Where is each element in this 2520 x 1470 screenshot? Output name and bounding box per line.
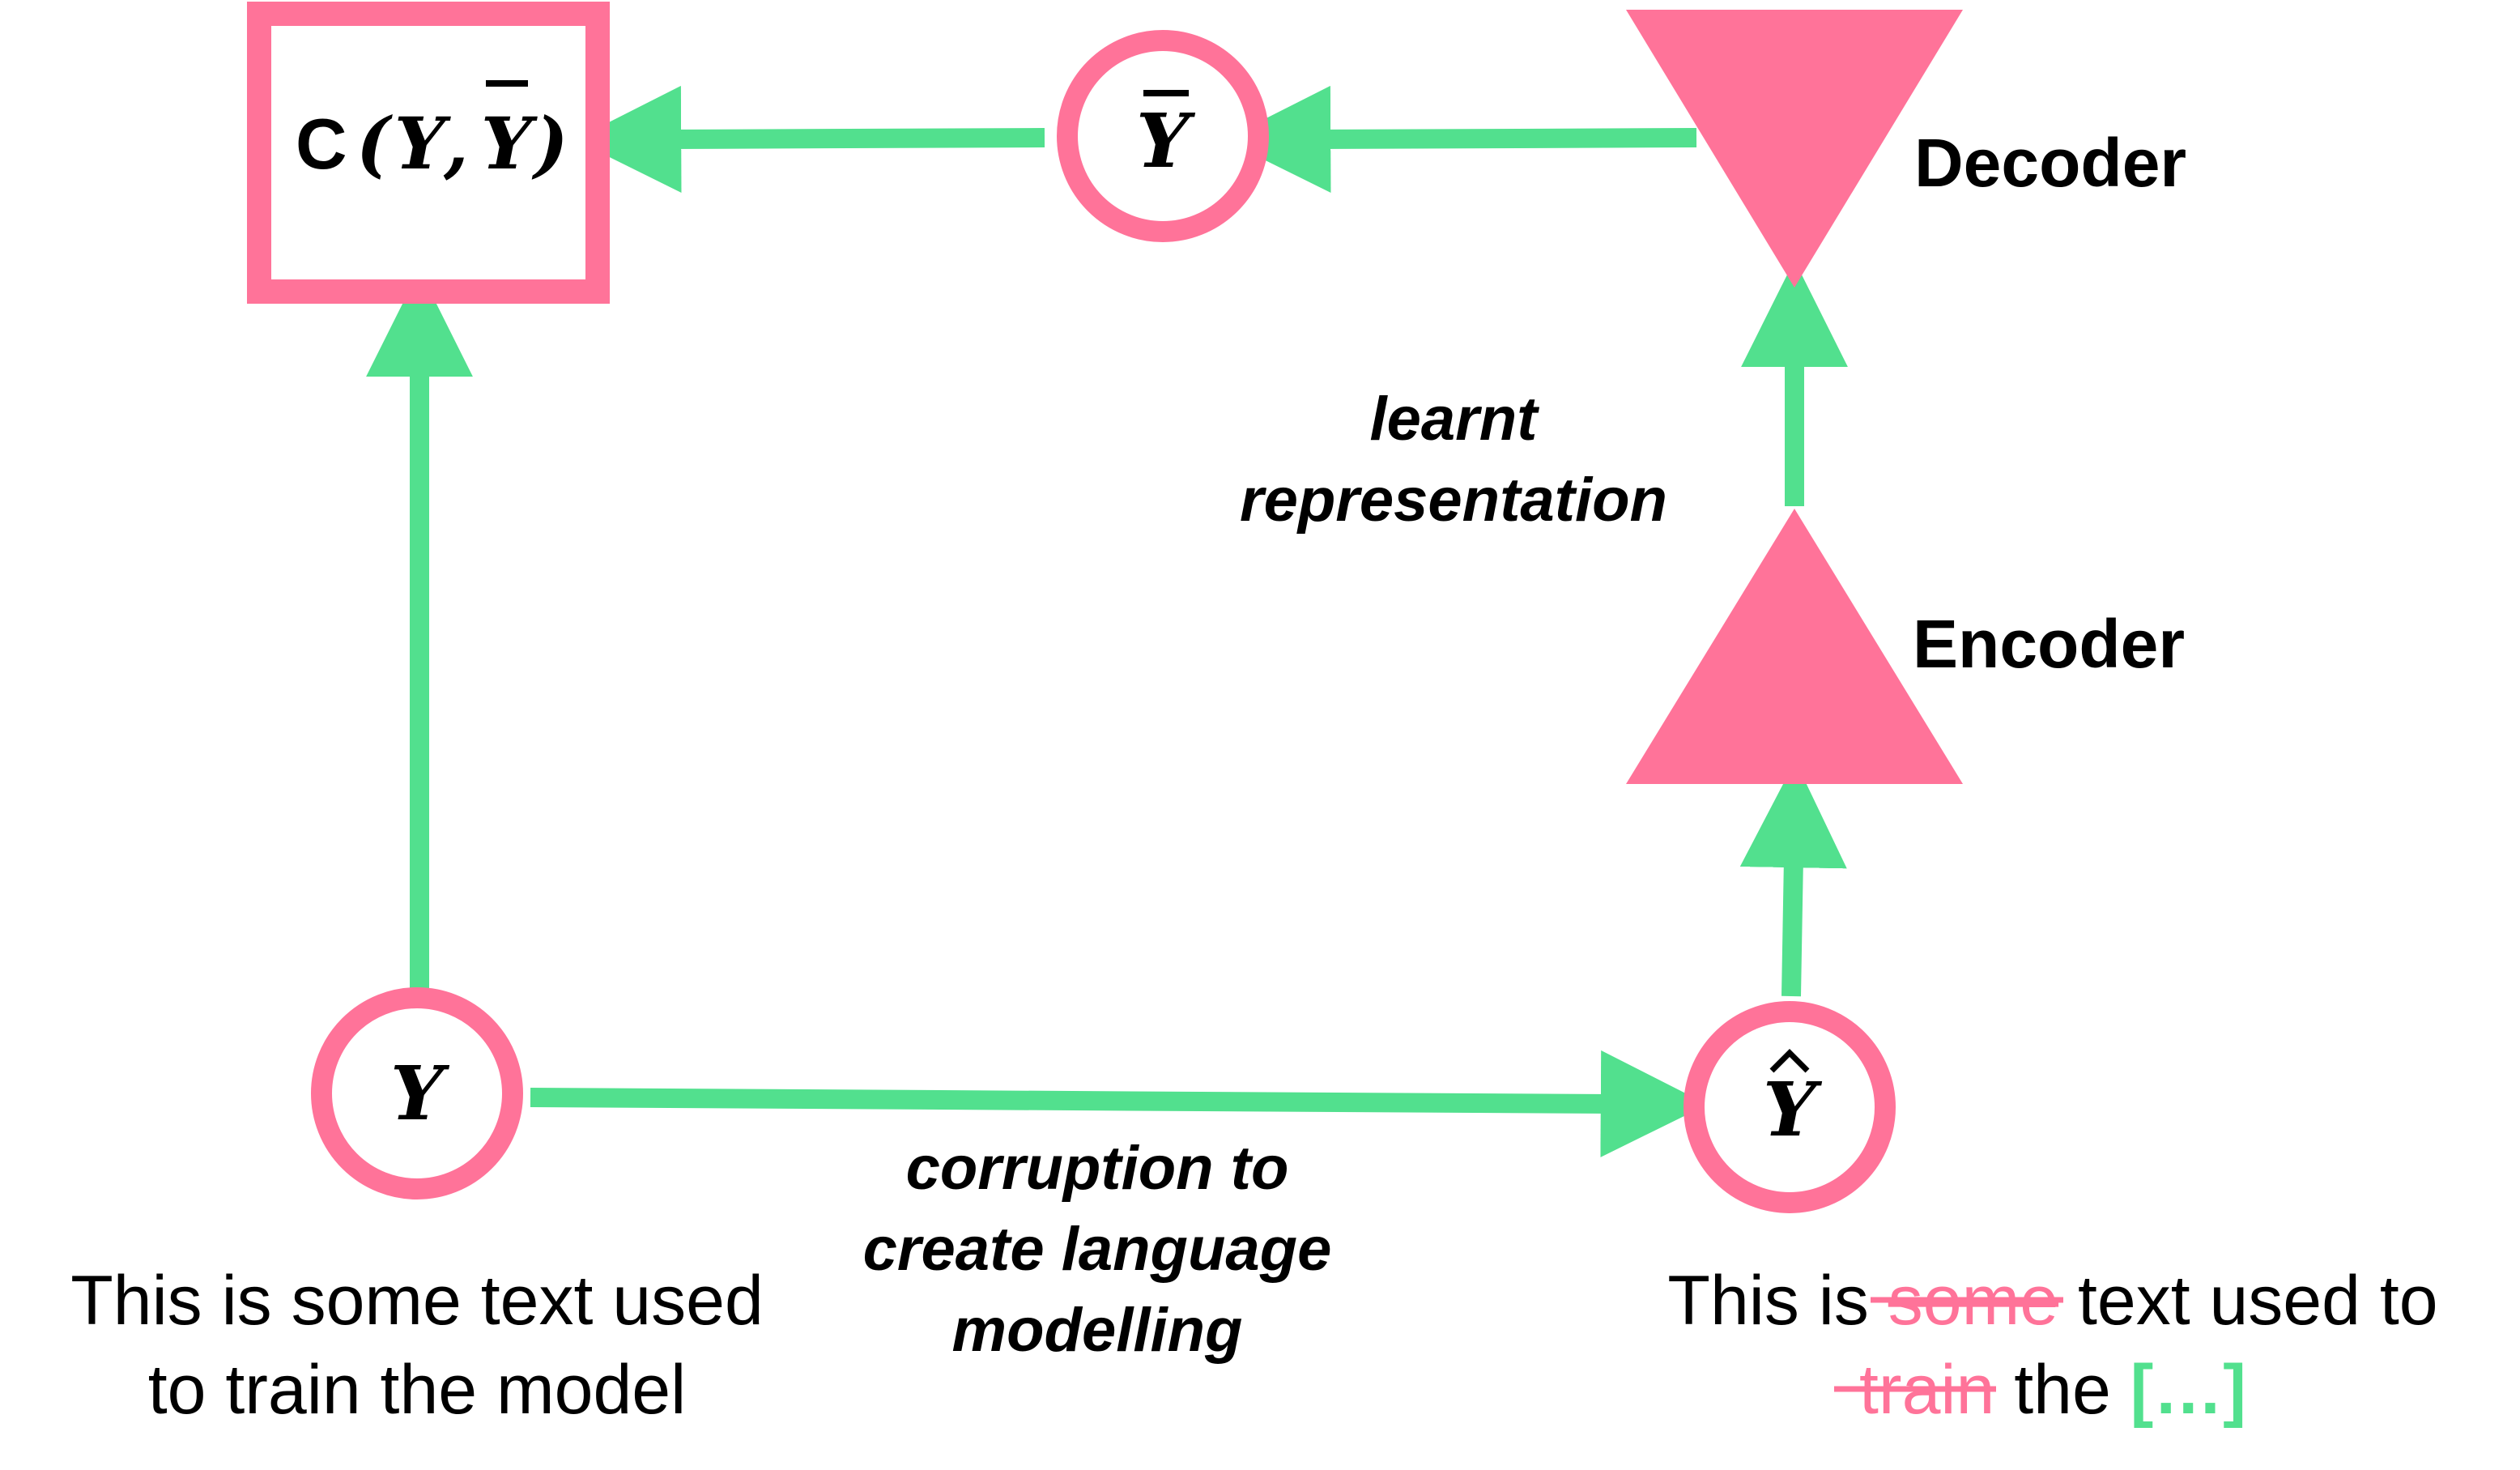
encoder: Encoder <box>1626 509 2185 784</box>
corrupted-prefix: This is <box>1667 1262 1888 1340</box>
node-y-hat-circle <box>1684 1001 1896 1213</box>
cost-comma: , <box>443 101 469 185</box>
original-line-1: This is some text used <box>70 1262 764 1340</box>
corruption-note: corruption to create language modelling <box>863 1134 1332 1365</box>
arrow-ybar-to-cost <box>574 85 1045 193</box>
decoder: Decoder <box>1626 10 2186 288</box>
original-text-caption: This is some text used to train the mode… <box>70 1262 764 1429</box>
node-y-bar-symbol: Y <box>1136 97 1196 185</box>
node-y-hat-symbol: Y <box>1763 1066 1823 1153</box>
corrupted-line-2: train the […] <box>1859 1351 2246 1429</box>
learnt-representation-note: learnt representation <box>1240 385 1667 535</box>
original-line-2: to train the model <box>148 1351 686 1429</box>
node-y-hat: Y <box>1684 1001 1896 1213</box>
arrow-decoder-to-ybar <box>1224 85 1697 193</box>
encoder-triangle <box>1626 509 1963 784</box>
corrupted-suffix: text used to <box>2058 1262 2438 1340</box>
cost-box-frame <box>247 2 610 304</box>
cost-open-paren: ( <box>356 101 393 185</box>
corruption-line-1: corruption to <box>906 1134 1289 1203</box>
decoder-label: Decoder <box>1914 125 2186 201</box>
arrow-yhat-to-encoder <box>1739 761 1847 997</box>
node-y-symbol: Y <box>390 1050 450 1137</box>
corruption-line-3: modelling <box>952 1296 1243 1365</box>
note-line-1: learnt <box>1370 385 1540 454</box>
corrupted-middle: the <box>1994 1351 2130 1429</box>
cost-var-y: Y <box>394 101 451 185</box>
arrows <box>366 85 1848 1157</box>
note-line-2: representation <box>1240 466 1667 535</box>
decoder-triangle <box>1626 10 1963 288</box>
cost-prefix: C <box>296 104 347 184</box>
corrupted-text-caption: This is some text used to train the […] <box>1667 1262 2437 1429</box>
node-y-bar-circle <box>1057 30 1269 242</box>
node-y-circle <box>311 987 523 1199</box>
cost-close-paren: ) <box>531 101 568 185</box>
mask-token: […] <box>2131 1351 2246 1429</box>
y-hat-accent <box>1769 1049 1810 1073</box>
node-y-bar: Y <box>1057 30 1269 242</box>
corruption-line-2: create language <box>863 1215 1332 1284</box>
encoder-label: Encoder <box>1913 606 2185 682</box>
cost-function-box: C ( Y , Y ) <box>247 2 610 304</box>
cost-var-ybar: Y <box>481 101 538 185</box>
node-y: Y <box>311 987 523 1199</box>
arrow-y-to-yhat <box>530 1050 1708 1157</box>
